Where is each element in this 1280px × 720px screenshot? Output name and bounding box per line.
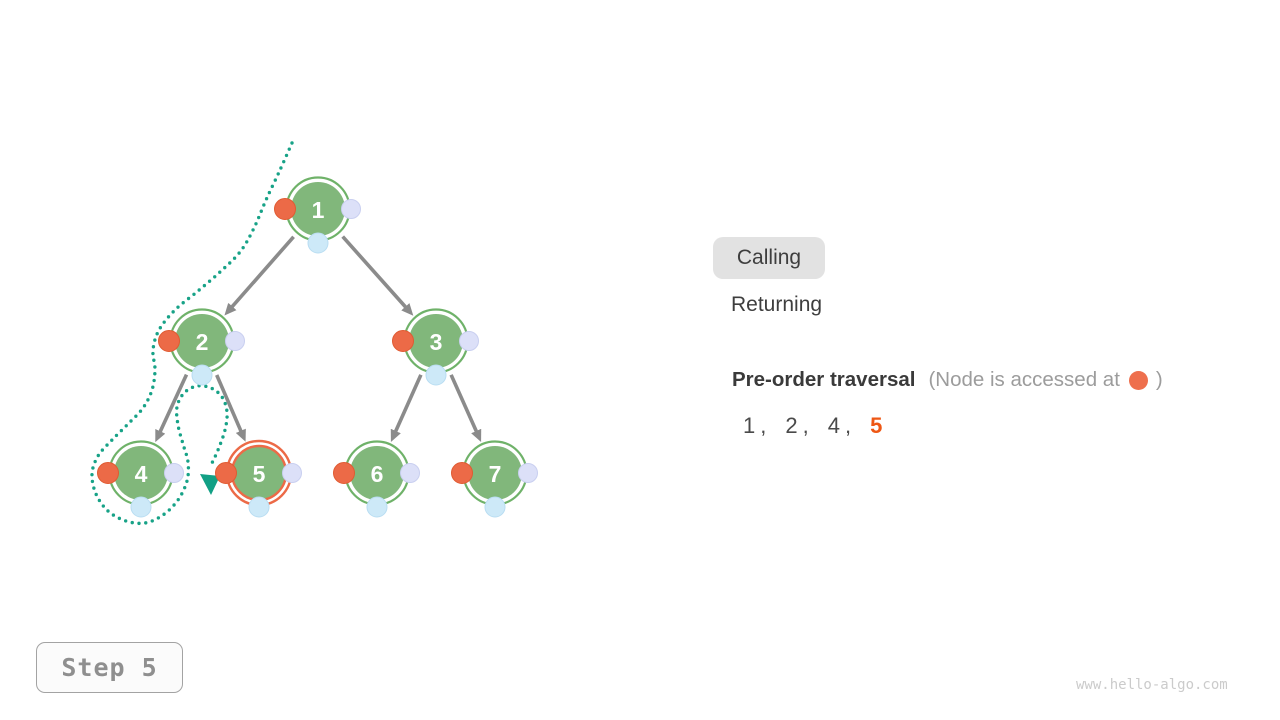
sequence-comma: , (802, 413, 809, 438)
traversal-header: Pre-order traversal (Node is accessed at… (732, 366, 1163, 394)
pre-order-dot-icon (158, 330, 180, 352)
post-order-dot-icon (425, 364, 447, 386)
recursion-path (90, 141, 294, 526)
current-node-pointer-icon (200, 474, 220, 495)
post-order-dot-icon (307, 232, 329, 254)
pre-order-dot-icon (392, 330, 414, 352)
in-order-dot-icon (400, 463, 420, 483)
in-order-dot-icon (518, 463, 538, 483)
watermark: www.hello-algo.com (1076, 677, 1228, 693)
tree-node-1: 1 (274, 176, 361, 254)
in-order-dot-icon (282, 463, 302, 483)
pre-order-dot-icon (451, 462, 473, 484)
traversal-sequence: 1,2,4,5 (743, 413, 887, 439)
in-order-dot-icon (459, 331, 479, 351)
tree-edge (224, 235, 295, 316)
in-order-dot-icon (341, 199, 361, 219)
tree-edge (215, 374, 246, 442)
sequence-value: 4 (827, 413, 840, 438)
tree-edge (341, 235, 414, 316)
traversal-note-suffix: ) (1155, 368, 1163, 391)
post-order-dot-icon (484, 496, 506, 518)
tree-node-6: 6 (333, 440, 420, 518)
accessed-marker-icon (1128, 370, 1148, 390)
legend-calling-badge: Calling (713, 237, 825, 279)
step-indicator: Step 5 (36, 642, 183, 693)
tree-edge (390, 374, 423, 442)
post-order-dot-icon (366, 496, 388, 518)
node-label: 3 (430, 329, 443, 355)
node-circle (291, 182, 345, 236)
traversal-title: Pre-order traversal (732, 368, 916, 391)
node-label: 7 (489, 461, 502, 487)
tree-node-2: 2 (158, 308, 245, 386)
node-label: 6 (371, 461, 384, 487)
pre-order-dot-icon (274, 198, 296, 220)
tree-node-3: 3 (392, 308, 479, 386)
post-order-dot-icon (130, 496, 152, 518)
node-label: 4 (135, 461, 148, 487)
node-circle (175, 314, 229, 368)
post-order-dot-icon (248, 496, 270, 518)
tree-edge (155, 373, 189, 443)
traversal-note-prefix: (Node is accessed at (928, 368, 1120, 391)
pre-order-dot-icon (97, 462, 119, 484)
node-circle (114, 446, 168, 500)
node-label: 5 (253, 461, 266, 487)
pre-order-dot-icon (333, 462, 355, 484)
node-circle (409, 314, 463, 368)
node-circle (468, 446, 522, 500)
sequence-comma: , (845, 413, 852, 438)
post-order-dot-icon (191, 364, 213, 386)
pre-order-dot-icon (215, 462, 237, 484)
node-circle (350, 446, 404, 500)
tree-node-7: 7 (451, 440, 538, 518)
step-label: Step 5 (61, 653, 158, 682)
tree-node-5: 5 (215, 439, 302, 518)
sequence-value: 2 (785, 413, 798, 438)
node-label: 1 (312, 197, 325, 223)
legend-returning-label: Returning (731, 293, 823, 316)
sequence-value: 1 (743, 413, 756, 438)
node-label: 2 (196, 329, 209, 355)
legend-calling-label: Calling (736, 246, 802, 269)
in-order-dot-icon (225, 331, 245, 351)
tree-edge (449, 374, 482, 442)
tree-node-4: 4 (97, 440, 184, 518)
sequence-value: 5 (870, 413, 883, 438)
sequence-comma: , (760, 413, 767, 438)
in-order-dot-icon (164, 463, 184, 483)
